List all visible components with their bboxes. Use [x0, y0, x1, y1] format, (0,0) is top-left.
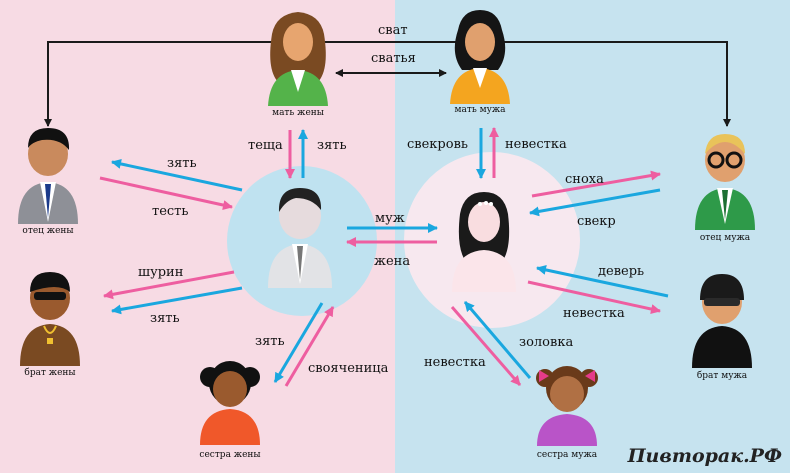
label-svoyachinitsa: свояченица	[308, 361, 389, 376]
label-svat: сват	[378, 23, 408, 38]
label-teshcha: теща	[248, 138, 283, 153]
girl-purple-avatar	[536, 366, 598, 446]
zolovka-arrow	[463, 301, 532, 379]
label-snokha: сноха	[565, 172, 604, 187]
shurin-arrow	[103, 270, 235, 300]
label-nevestka-bottom: невестка	[424, 355, 486, 370]
wife-side-circle	[227, 166, 377, 316]
woman-orange-avatar	[450, 10, 510, 104]
man-green-glasses-avatar	[695, 134, 755, 230]
man-grey-suit-avatar	[18, 128, 78, 224]
label-muzh: муж	[375, 211, 405, 226]
caption-husband-mother: мать мужа	[454, 105, 506, 115]
caption-wife-mother: мать жены	[272, 108, 324, 118]
label-zyat-left: зять	[167, 156, 197, 171]
label-shurin: шурин	[138, 265, 184, 280]
label-svatya: сватья	[371, 51, 416, 66]
caption-wife-father: отец жены	[22, 226, 74, 236]
label-zyat-brother: зять	[150, 311, 180, 326]
zyat-left-arrow	[111, 159, 243, 192]
caption-husband-brother: брат мужа	[696, 371, 748, 381]
label-svekr: свекр	[577, 214, 616, 229]
label-nevestka-right: невестка	[563, 306, 625, 321]
svekr-arrow	[529, 188, 661, 217]
caption-husband-father: отец мужа	[699, 233, 751, 243]
label-svekrov: свекровь	[407, 137, 468, 152]
caption-husband-sister: сестра мужа	[536, 450, 598, 460]
zyat-brother-arrow	[111, 286, 243, 315]
snokha-arrow	[531, 170, 661, 198]
girl-orange-avatar	[200, 361, 260, 445]
svoyachinitsa-arrow	[284, 306, 335, 387]
nevestka-bottom-arrow	[450, 306, 522, 386]
label-zhena: жена	[374, 254, 411, 269]
label-zyat-sister: зять	[255, 334, 285, 349]
woman-green-avatar	[268, 12, 328, 106]
label-zyat-top: зять	[317, 138, 347, 153]
man-black-cap-avatar	[692, 274, 752, 368]
watermark: Пивторак.РФ	[627, 445, 782, 467]
zyat-sister-arrow	[273, 302, 324, 383]
caption-wife-sister: сестра жены	[199, 450, 261, 460]
label-nevestka-top: невестка	[505, 137, 567, 152]
label-test: тесть	[152, 204, 189, 219]
man-white-suit-avatar	[268, 188, 332, 288]
label-dever: деверь	[598, 264, 645, 279]
test-arrow	[99, 176, 233, 210]
bride-avatar	[452, 192, 516, 292]
label-zolovka: золовка	[519, 335, 574, 350]
dever-arrow	[536, 264, 669, 298]
man-sunglasses-avatar	[20, 272, 80, 366]
nevestka-right-arrow	[527, 280, 661, 314]
caption-wife-brother: брат жены	[24, 368, 76, 378]
